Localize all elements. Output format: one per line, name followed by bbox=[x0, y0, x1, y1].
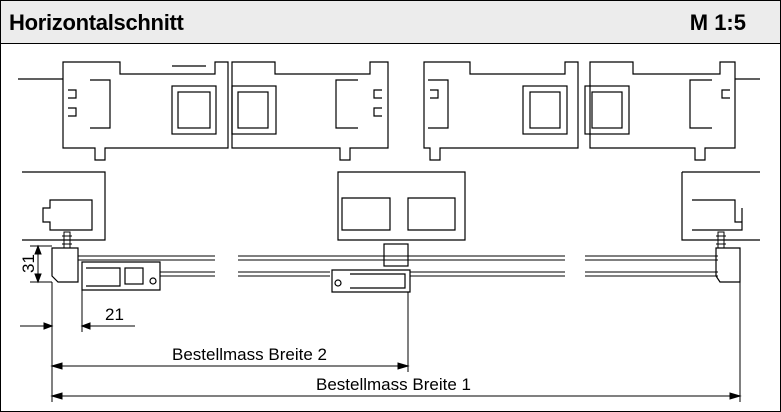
wall-cutout bbox=[341, 197, 391, 231]
roller-icon bbox=[149, 277, 157, 285]
frame-groove bbox=[428, 79, 449, 129]
frame-chamber-inner bbox=[237, 91, 269, 129]
arrow-left-icon bbox=[80, 322, 91, 330]
frame-chamber bbox=[522, 85, 568, 135]
panel-profile-inner bbox=[86, 267, 121, 287]
frame-profile bbox=[589, 61, 736, 161]
screw-icon bbox=[716, 231, 726, 249]
panel-profiles bbox=[51, 243, 741, 293]
arrow-down-icon bbox=[34, 273, 42, 284]
order-width-2-label: Bestellmass Breite 2 bbox=[172, 345, 327, 364]
frame-chamber-inner bbox=[177, 91, 211, 129]
frame-groove bbox=[90, 79, 111, 129]
frame-notch bbox=[373, 107, 382, 117]
frame-profile bbox=[231, 61, 389, 161]
drawing-title: Horizontalschnitt bbox=[9, 10, 184, 35]
arrow-left-icon bbox=[50, 392, 63, 400]
frame-notch bbox=[721, 89, 730, 99]
arrow-right-icon bbox=[43, 322, 54, 330]
stopper-block bbox=[383, 243, 409, 267]
wall-piece bbox=[337, 171, 466, 241]
panel-chamber bbox=[124, 267, 144, 285]
wall-piece bbox=[681, 171, 760, 241]
panel-profile-left bbox=[81, 261, 161, 291]
arrow-left-icon bbox=[50, 362, 63, 370]
panel-profile-inner bbox=[350, 273, 406, 289]
frame-profile bbox=[62, 61, 229, 161]
frame-notch bbox=[373, 89, 382, 99]
frame-chamber-inner bbox=[591, 91, 623, 129]
frame-groove bbox=[335, 79, 358, 129]
screw-icon bbox=[62, 231, 72, 249]
roller-icon bbox=[334, 279, 342, 287]
dimension-31-label: 31 bbox=[19, 254, 38, 273]
frame-profiles bbox=[18, 61, 760, 161]
panel-profile-mid bbox=[331, 269, 411, 293]
frame-groove bbox=[689, 79, 712, 129]
wall-cutout bbox=[42, 199, 93, 231]
header-bar: Horizontalschnitt M 1:5 bbox=[1, 1, 780, 44]
arrow-right-icon bbox=[397, 362, 410, 370]
end-profile-right bbox=[715, 247, 741, 283]
frame-notch bbox=[68, 107, 77, 117]
arrow-up-icon bbox=[34, 244, 42, 255]
dimension-21-label: 21 bbox=[105, 305, 124, 324]
drawing-scale: M 1:5 bbox=[689, 10, 746, 35]
frame-profile bbox=[423, 61, 579, 161]
wall-cutout bbox=[407, 197, 456, 231]
wall-sections bbox=[22, 171, 760, 241]
frame-chamber bbox=[584, 85, 630, 135]
wall-cutout bbox=[692, 199, 743, 231]
frame-notch bbox=[430, 89, 439, 99]
end-profile-left bbox=[51, 247, 79, 283]
frame-chamber-inner bbox=[529, 91, 561, 129]
frame-chamber bbox=[171, 85, 217, 135]
dimension-lines bbox=[20, 244, 742, 402]
frame-notch bbox=[68, 89, 77, 99]
glass-tracks bbox=[78, 255, 718, 277]
arrow-right-icon bbox=[729, 392, 742, 400]
frame-chamber bbox=[231, 85, 277, 135]
order-width-1-label: Bestellmass Breite 1 bbox=[316, 375, 471, 394]
